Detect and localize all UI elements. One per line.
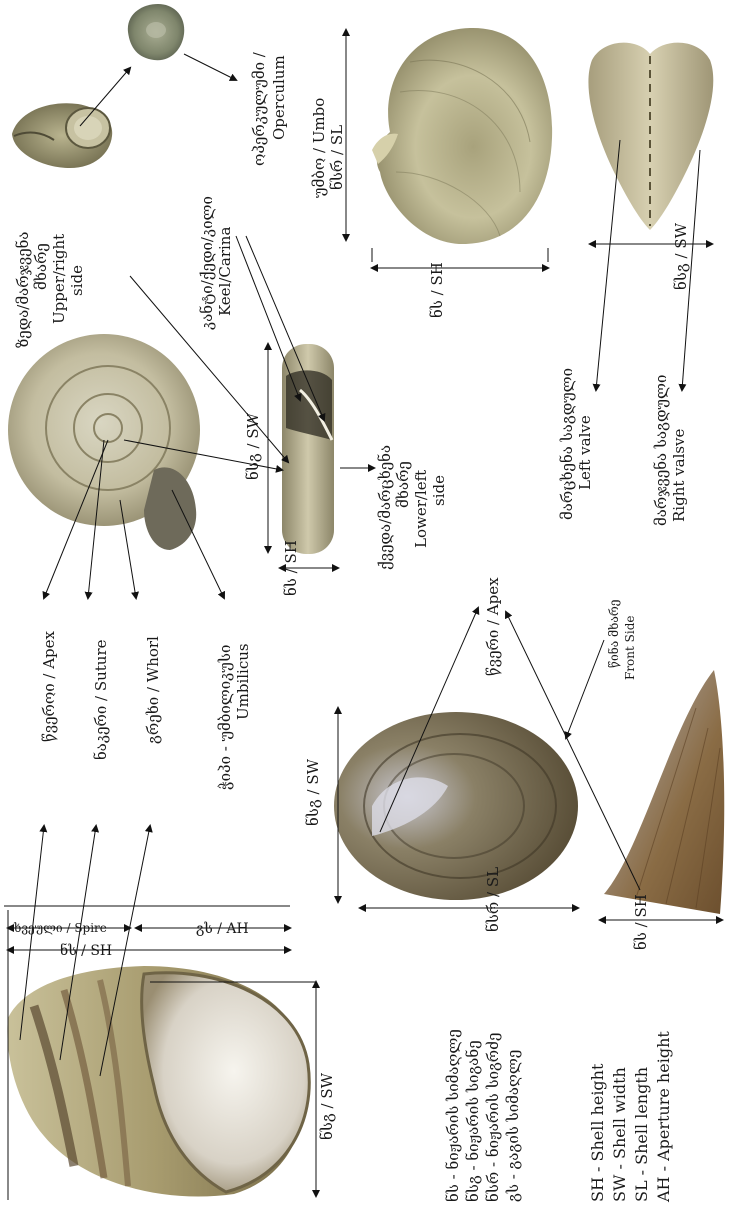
lower-side-label-2: მხარე xyxy=(396,461,411,508)
upper-side-label-4: side xyxy=(70,265,85,296)
legend-ka-3: ნსრ - ნიჟარის სიგრძე xyxy=(486,1033,501,1202)
left-valve-label-ka: მარცხენა საგდული xyxy=(560,368,575,520)
planorb-sh-label: ნს / SH xyxy=(284,540,299,596)
limpet-sl-label: ნსრ / SL xyxy=(486,867,501,932)
legend-en-1: SH - Shell height xyxy=(590,1064,606,1202)
front-side-label-en: Front Side xyxy=(624,616,636,681)
suture-label: ნაკერი / Suture xyxy=(94,639,109,760)
lower-side-label-4: side xyxy=(432,475,447,506)
front-side-label-ka: წინა მხარე xyxy=(608,599,620,668)
planorb-sw-label: ნსგ / SW xyxy=(246,413,261,480)
keel-label-ka: კანტი/ქედი/კილი xyxy=(200,196,215,330)
upper-side-label-2: მხარე xyxy=(34,243,49,290)
legend-ka-1: ნს - ნიჟარის სიმაღლე xyxy=(446,1029,461,1202)
legend-en-2: SW - Shell width xyxy=(612,1067,628,1202)
left-valve-label-en: Left valve xyxy=(578,415,593,490)
legend-ka-4: გს - გაგის სიმაღლე xyxy=(506,1050,521,1202)
legend-en-4: AH - Aperture height xyxy=(656,1031,672,1202)
snail-sh-label: ნს / SH xyxy=(60,944,112,958)
umbo-sl-label: ნსრ / SL xyxy=(330,125,345,190)
spire-label: ხვეული / Spire xyxy=(14,922,107,934)
apex-label: წვეროი / Apex xyxy=(42,631,57,742)
operculum-label-ka: ოპერკულუმი / xyxy=(252,52,267,166)
umbo-label: უმბო / Umbo xyxy=(312,98,327,198)
bivalve-sh-label: ნს / SH xyxy=(430,262,445,318)
lower-side-label-1: ქვედა/მარცხენა xyxy=(378,445,393,570)
right-valve-label-ka: მარჯვენა საგდული xyxy=(654,375,669,526)
umbilicus-label-ka: ჭიპი - უმბილიკუსი xyxy=(218,645,233,790)
whorl-label: გრეხი / Whorl xyxy=(146,636,161,744)
apex-limpet-label: წვერი / Apex xyxy=(486,577,501,676)
lower-side-label-3: Lower/left xyxy=(414,470,429,548)
limpet-sw-label: ნსგ / SW xyxy=(306,759,321,826)
right-valve-label-en: Right valsve xyxy=(672,429,687,522)
keel-label-en: Keel/Carina xyxy=(218,227,233,316)
upper-side-label-3: Upper/right xyxy=(52,234,67,324)
umbilicus-label-en: Umbilicus xyxy=(236,643,251,720)
legend-en-3: SL - Shell length xyxy=(634,1067,650,1202)
ah-label: გს / AH xyxy=(196,922,249,936)
operculum-label-en: Operculum xyxy=(272,55,287,140)
snail-sw-label: ნსგ / SW xyxy=(320,1073,335,1140)
bivalve-sw-label: ნსგ / SW xyxy=(674,223,689,290)
legend-ka-2: ნსგ - ნიჟარის სიგანე xyxy=(466,1040,481,1202)
upper-side-label-1: ზედა/მარჯვენა xyxy=(16,231,31,348)
limpet-sh-label: ნს / SH xyxy=(634,894,649,950)
